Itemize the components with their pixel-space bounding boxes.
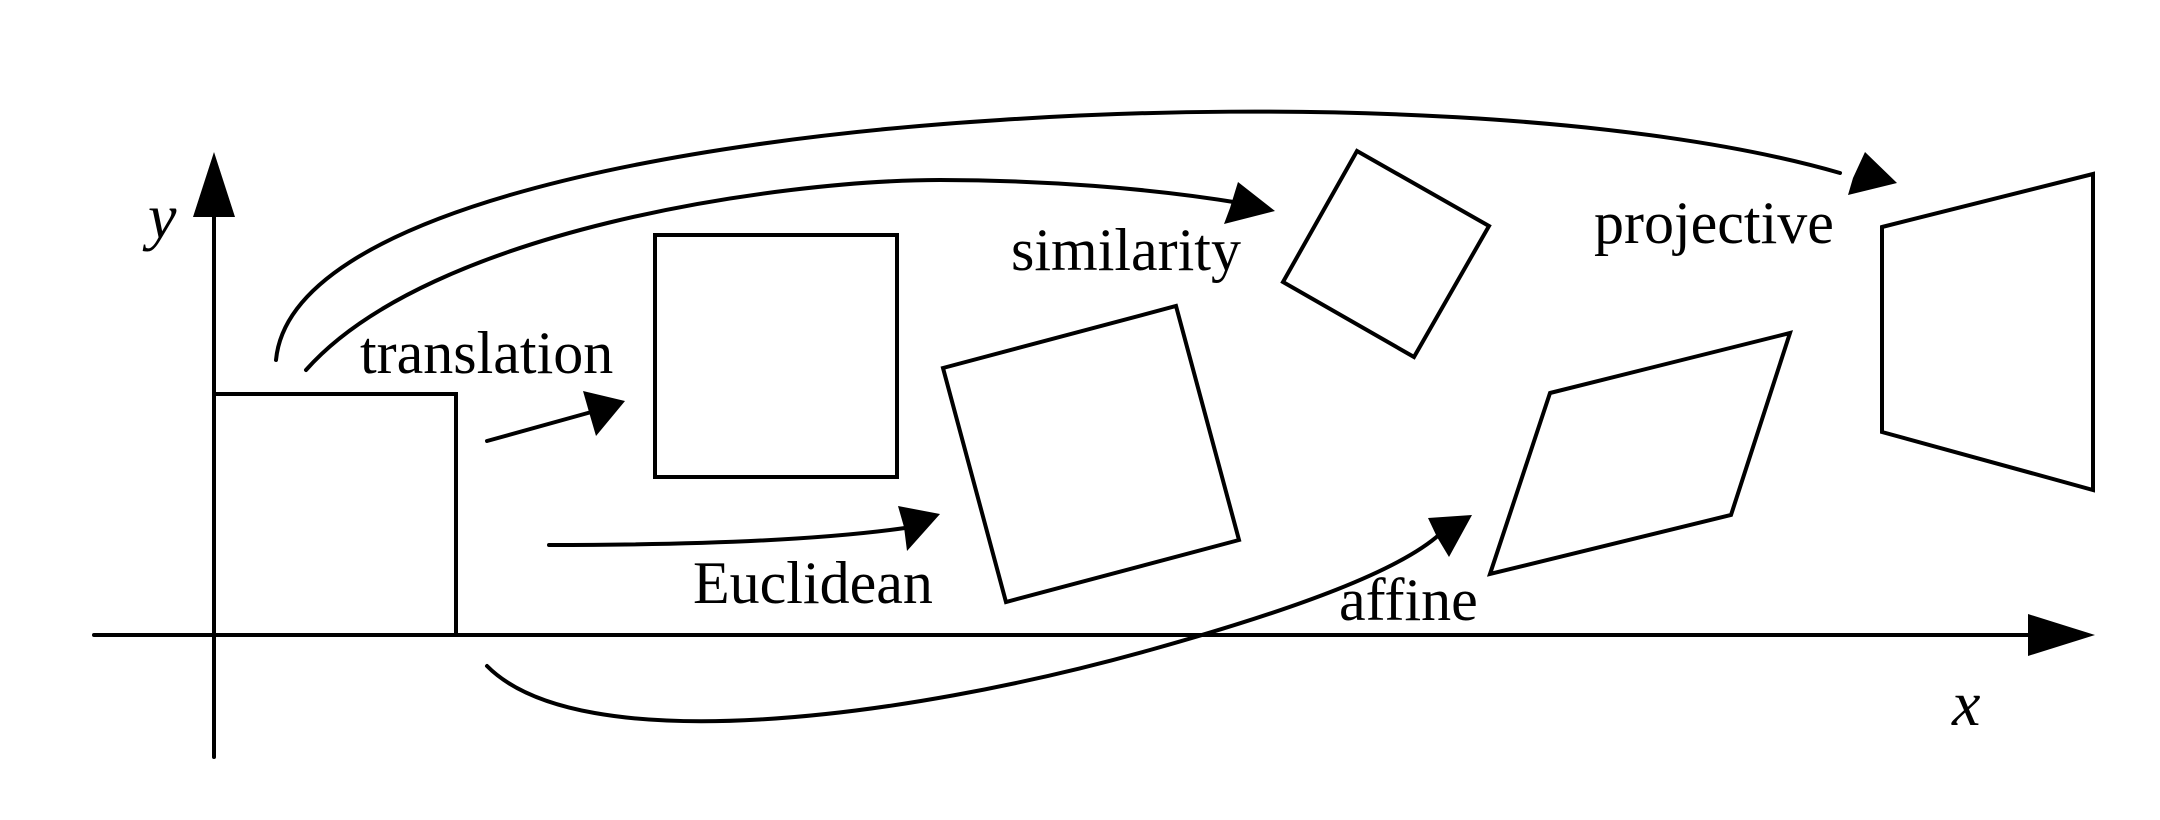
- affine-parallelogram: [1486, 330, 1794, 577]
- x-axis-label: x: [1951, 668, 1980, 739]
- projective-arrow: [274, 109, 1842, 362]
- translated-square: [653, 233, 899, 479]
- translation-arrowhead: [583, 391, 625, 436]
- euclidean-arrowhead: [898, 506, 940, 551]
- similarity-arrowhead: [1224, 182, 1275, 224]
- euclidean-arrow: [547, 526, 907, 547]
- y-axis-arrowhead: [193, 152, 235, 217]
- projective-arrowhead: [1848, 152, 1897, 195]
- euclidean-square: [940, 303, 1242, 605]
- affine-label: affine: [1339, 567, 1478, 633]
- projective-quadrilateral: [1880, 171, 2095, 493]
- y-axis-label: y: [142, 181, 177, 252]
- original-square: [212, 392, 458, 637]
- euclidean-label: Euclidean: [693, 550, 933, 616]
- similarity-label: similarity: [1011, 217, 1241, 283]
- translation-label: translation: [360, 320, 613, 386]
- translation-arrow: [485, 409, 597, 443]
- x-axis-arrowhead: [2028, 614, 2095, 656]
- affine-arrowhead: [1428, 515, 1472, 557]
- similarity-square: [1280, 148, 1492, 360]
- projective-label: projective: [1594, 190, 1834, 256]
- affine-arrow: [485, 532, 1442, 724]
- similarity-arrow: [304, 177, 1242, 372]
